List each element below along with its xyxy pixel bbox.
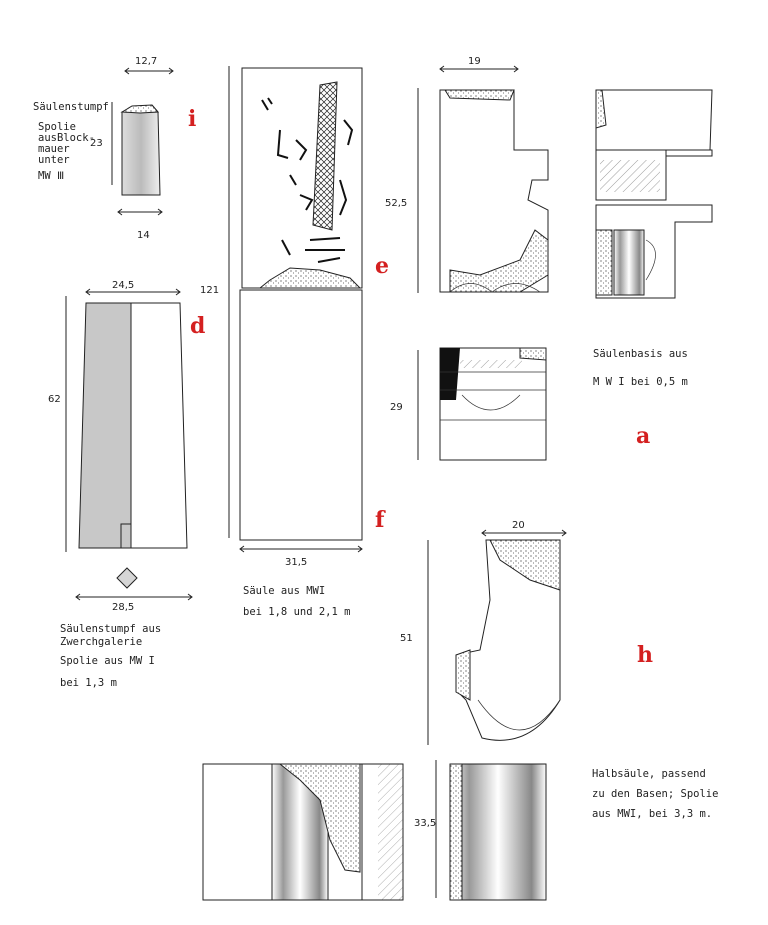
caption-d: Säulenstumpf aus Zwerchgalerie Spolie au… <box>60 623 161 689</box>
label-d: d <box>190 313 205 339</box>
caption-i: Säulenstumpf Spolie ausBlock- mauer unte… <box>33 101 109 182</box>
dim-d-top: 24,5 <box>112 280 134 291</box>
dim-a-height-bottom: 29 <box>390 402 403 413</box>
dim-h-height: 51 <box>400 633 413 644</box>
object-d <box>65 288 193 601</box>
caption-ef-line: bei 1,8 und 2,1 m <box>243 606 350 618</box>
caption-d-line: Säulenstumpf aus <box>60 623 161 635</box>
caption-ef-line: Säule aus MWI <box>243 585 325 597</box>
dim-ef-height: 121 <box>200 285 219 296</box>
caption-i-line: Spolie <box>38 121 76 133</box>
dim-ef-width: 31,5 <box>285 557 307 568</box>
object-i <box>111 67 174 216</box>
caption-ef: Säule aus MWI bei 1,8 und 2,1 m <box>243 585 350 618</box>
caption-h-line: Halbsäule, passend <box>592 768 706 780</box>
label-e: e <box>375 253 389 279</box>
caption-h: Halbsäule, passend zu den Basen; Spolie … <box>592 768 718 820</box>
caption-d-line: Zwerchgalerie <box>60 636 142 648</box>
dim-i-height: 23 <box>90 138 103 149</box>
dim-h-width: 20 <box>512 520 525 531</box>
caption-i-line: mauer <box>38 143 70 155</box>
label-h: h <box>637 642 653 668</box>
label-i: i <box>188 106 196 132</box>
object-e-f <box>228 66 363 553</box>
object-h <box>202 529 567 901</box>
caption-d-line: Spolie aus MW I <box>60 655 155 667</box>
label-f: f <box>375 507 386 533</box>
caption-i-line: ausBlock- <box>38 132 95 144</box>
dim-a-height-top: 52,5 <box>385 198 407 209</box>
dim-h2-height: 33,5 <box>414 818 436 829</box>
caption-h-line: aus MWI, bei 3,3 m. <box>592 808 712 820</box>
dim-d-height: 62 <box>48 394 61 405</box>
caption-d-line: bei 1,3 m <box>60 677 117 689</box>
caption-i-line: Säulenstumpf <box>33 101 109 113</box>
dim-i-bottom: 14 <box>137 230 150 241</box>
caption-h-line: zu den Basen; Spolie <box>592 788 718 800</box>
caption-i-line: MW Ⅲ <box>38 170 64 182</box>
dim-i-top: 12,7 <box>135 56 157 67</box>
dim-d-bottom: 28,5 <box>112 602 134 613</box>
dim-a-width: 19 <box>468 56 481 67</box>
label-a: a <box>636 423 650 449</box>
caption-a-line: M W I bei 0,5 m <box>593 376 688 388</box>
caption-a-line: Säulenbasis aus <box>593 348 688 360</box>
caption-i-line: unter <box>38 154 70 166</box>
caption-a: Säulenbasis aus M W I bei 0,5 m <box>593 348 688 388</box>
object-a <box>417 65 713 461</box>
